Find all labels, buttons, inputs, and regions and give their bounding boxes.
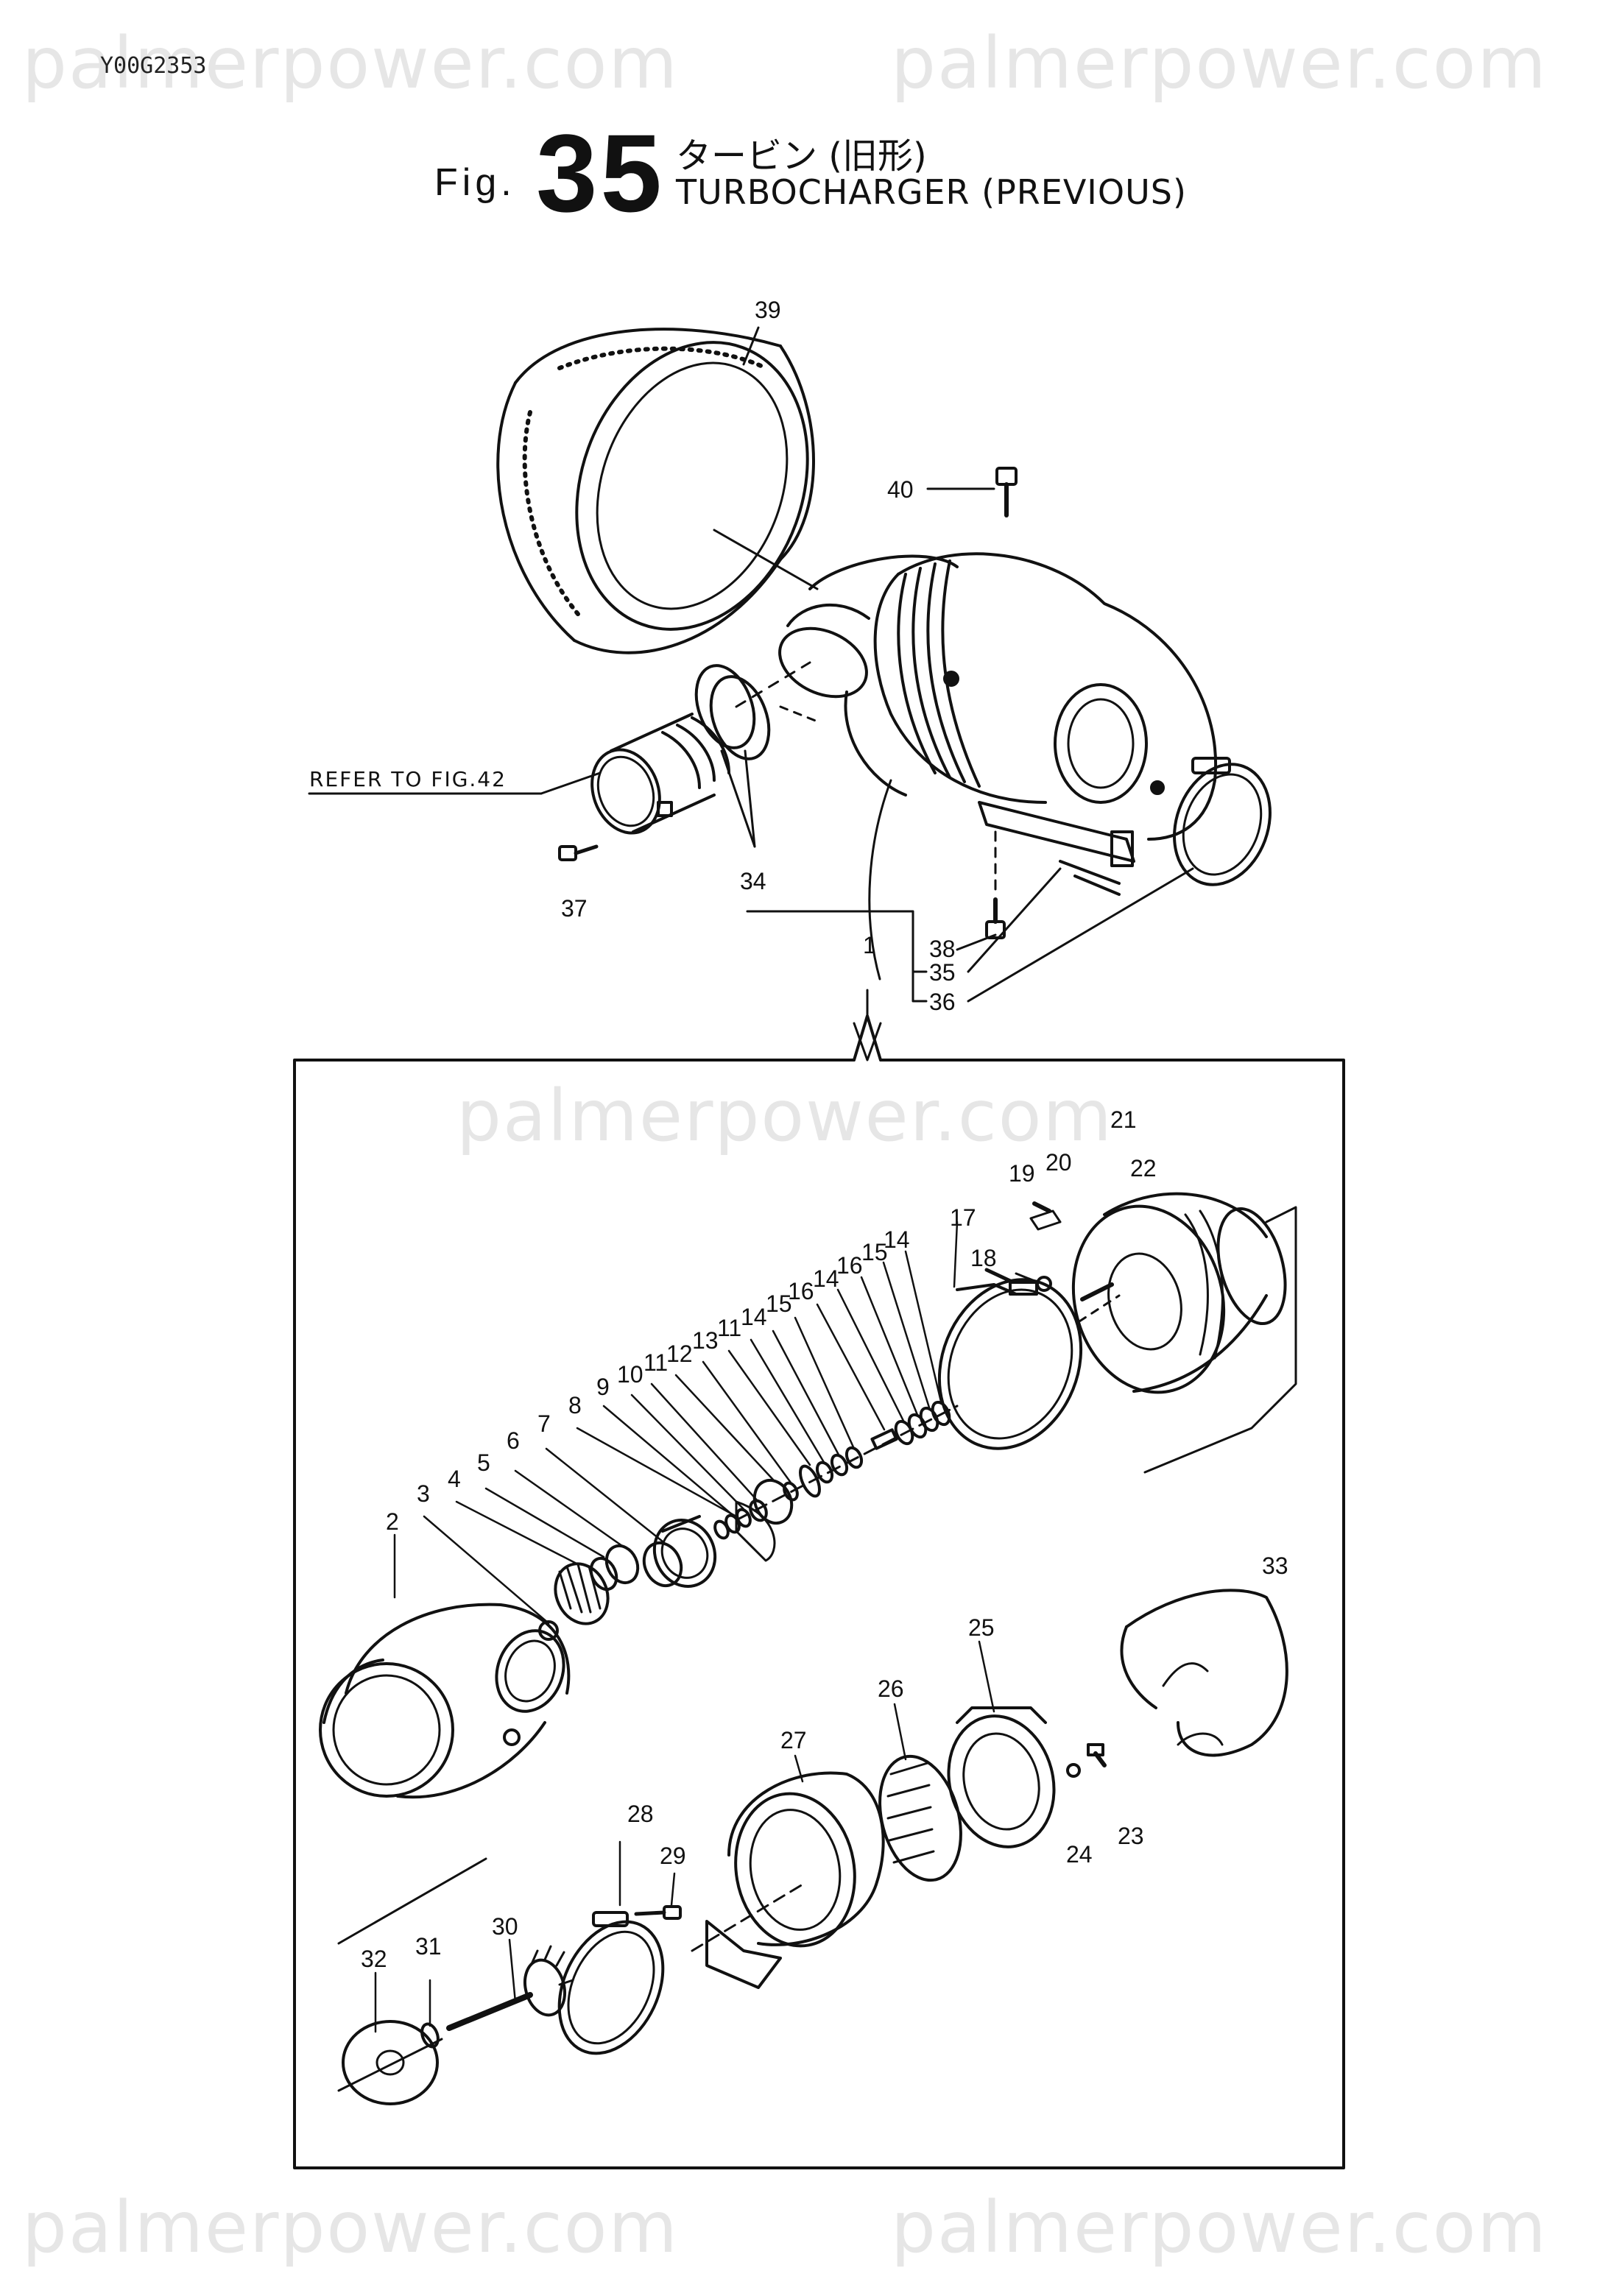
- callout-11: 11: [643, 1349, 668, 1376]
- bearing-seal-stack: [713, 1400, 959, 1540]
- callout-2: 2: [386, 1508, 399, 1535]
- callout-34: 34: [740, 868, 766, 894]
- callout-1: 1: [863, 932, 876, 958]
- part-39-bolt: [985, 897, 1006, 939]
- callout-19: 19: [1009, 1160, 1035, 1187]
- part-40-bolt: [995, 467, 1018, 518]
- watermark-bottom-right: palmerpower.com: [891, 2186, 1548, 2269]
- watermark-top-right: palmerpower.com: [891, 22, 1548, 105]
- callout-23: 23: [1118, 1823, 1144, 1849]
- callout-31: 31: [415, 1933, 442, 1960]
- callout-7: 7: [537, 1410, 551, 1437]
- figure-title-japanese: タービン (旧形): [676, 135, 927, 177]
- callout-18: 18: [970, 1245, 997, 1271]
- part-25-nozzle-ring: [947, 1706, 1056, 1848]
- part-30-turbine-shaft: [446, 1945, 574, 2031]
- callout-11b: 11: [717, 1315, 741, 1341]
- inlet-pipe: [590, 713, 730, 835]
- callout-13: 13: [692, 1327, 719, 1354]
- refer-note: REFER TO FIG.42: [309, 767, 507, 791]
- callout-27: 27: [780, 1727, 807, 1753]
- callout-32: 32: [361, 1946, 387, 1972]
- callout-30: 30: [492, 1913, 518, 1940]
- part-35-bracket: [978, 801, 1135, 896]
- callout-4: 4: [448, 1466, 461, 1492]
- part-2-compressor-housing: [319, 1603, 571, 1799]
- callout-8: 8: [568, 1392, 582, 1419]
- part-27-turbine-housing: [705, 1771, 885, 1989]
- part-38-filter-screen: [496, 328, 815, 654]
- part-37-bolt: [558, 844, 599, 861]
- callout-12: 12: [666, 1340, 693, 1367]
- part-33-heat-shield: [1120, 1589, 1288, 1757]
- figure-number: 35: [536, 111, 665, 235]
- callout-39: 38: [929, 936, 956, 962]
- callout-14c: 14: [884, 1226, 910, 1253]
- callout-17: 17: [950, 1204, 976, 1231]
- callout-29: 29: [660, 1843, 686, 1869]
- figure-prefix: Fig.: [434, 161, 516, 204]
- callout-labels: 39 40 34 37 1 38 35 36 2 3 4 5 6 7 8 9 1…: [361, 297, 1288, 1972]
- callout-14b: 14: [813, 1265, 839, 1292]
- callout-24: 24: [1066, 1841, 1093, 1868]
- callout-25: 25: [968, 1614, 995, 1641]
- part-28-clamp-lower: [557, 1911, 665, 2055]
- callout-15b: 15: [861, 1239, 888, 1265]
- watermark-middle: palmerpower.com: [456, 1075, 1113, 1157]
- callout-40: 40: [887, 476, 914, 503]
- callout-14: 14: [741, 1304, 767, 1330]
- callout-6: 6: [507, 1427, 520, 1454]
- part-32-back-plate: [337, 2020, 443, 2105]
- watermark-top-left: palmerpower.com: [22, 22, 679, 105]
- part-34-o-rings: [694, 664, 771, 760]
- callout-38: 39: [755, 297, 781, 323]
- callout-16: 16: [788, 1278, 814, 1304]
- document-id: Y00G2353: [100, 53, 207, 79]
- callout-20: 20: [1045, 1149, 1072, 1176]
- callout-35: 35: [929, 959, 956, 986]
- part-6-bearing-housing: [642, 1515, 717, 1588]
- callout-26: 26: [878, 1675, 904, 1702]
- part-17-vband-clamp: [937, 1276, 1083, 1450]
- callout-9: 9: [596, 1374, 610, 1400]
- callout-15: 15: [766, 1290, 792, 1317]
- part-26-finned-ring: [878, 1754, 962, 1882]
- callout-21: 21: [1110, 1106, 1137, 1133]
- part-36-clamp: [1173, 757, 1272, 886]
- part-3-compressor-wheel: [554, 1562, 610, 1625]
- part-21-turbine-housing: [1071, 1192, 1287, 1394]
- callout-37: 37: [561, 895, 588, 922]
- callout-3: 3: [417, 1480, 430, 1507]
- callout-16b: 16: [836, 1252, 863, 1279]
- watermark-bottom-left: palmerpower.com: [22, 2186, 679, 2269]
- callout-5: 5: [477, 1449, 490, 1476]
- figure-title-english: TURBOCHARGER (PREVIOUS): [676, 172, 1187, 212]
- callout-10: 10: [617, 1361, 643, 1388]
- callout-36: 36: [929, 989, 956, 1015]
- callout-28: 28: [627, 1801, 654, 1827]
- upper-compressor-housing: [778, 552, 1218, 841]
- callout-22: 22: [1130, 1155, 1157, 1181]
- callout-33: 33: [1262, 1553, 1288, 1579]
